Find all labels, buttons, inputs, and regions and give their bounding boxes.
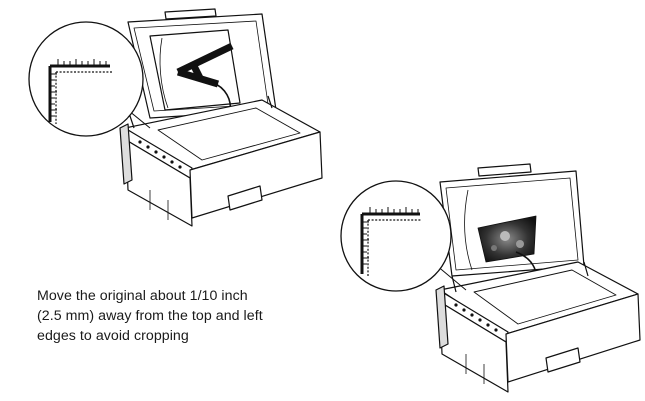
scanner-illustration-2 — [435, 163, 641, 393]
corner-ruler-icon — [360, 207, 422, 276]
corner-ruler-magnifier-1 — [28, 21, 151, 137]
corner-ruler-icon — [48, 59, 112, 124]
letter-a-document-1 — [149, 29, 241, 111]
caption-line-3: edges to avoid cropping — [37, 328, 189, 344]
letter-a-icon — [176, 42, 234, 88]
caption-line-1: Move the original about 1/10 inch — [37, 288, 248, 304]
photo-icon — [464, 189, 537, 271]
scanner-illustration-1 — [119, 8, 323, 227]
caption-line-2: (2.5 mm) away from the top and left — [37, 308, 263, 324]
corner-ruler-magnifier-2 — [340, 180, 467, 292]
placement-instruction: Move the original about 1/10 inch (2.5 m… — [37, 286, 307, 346]
